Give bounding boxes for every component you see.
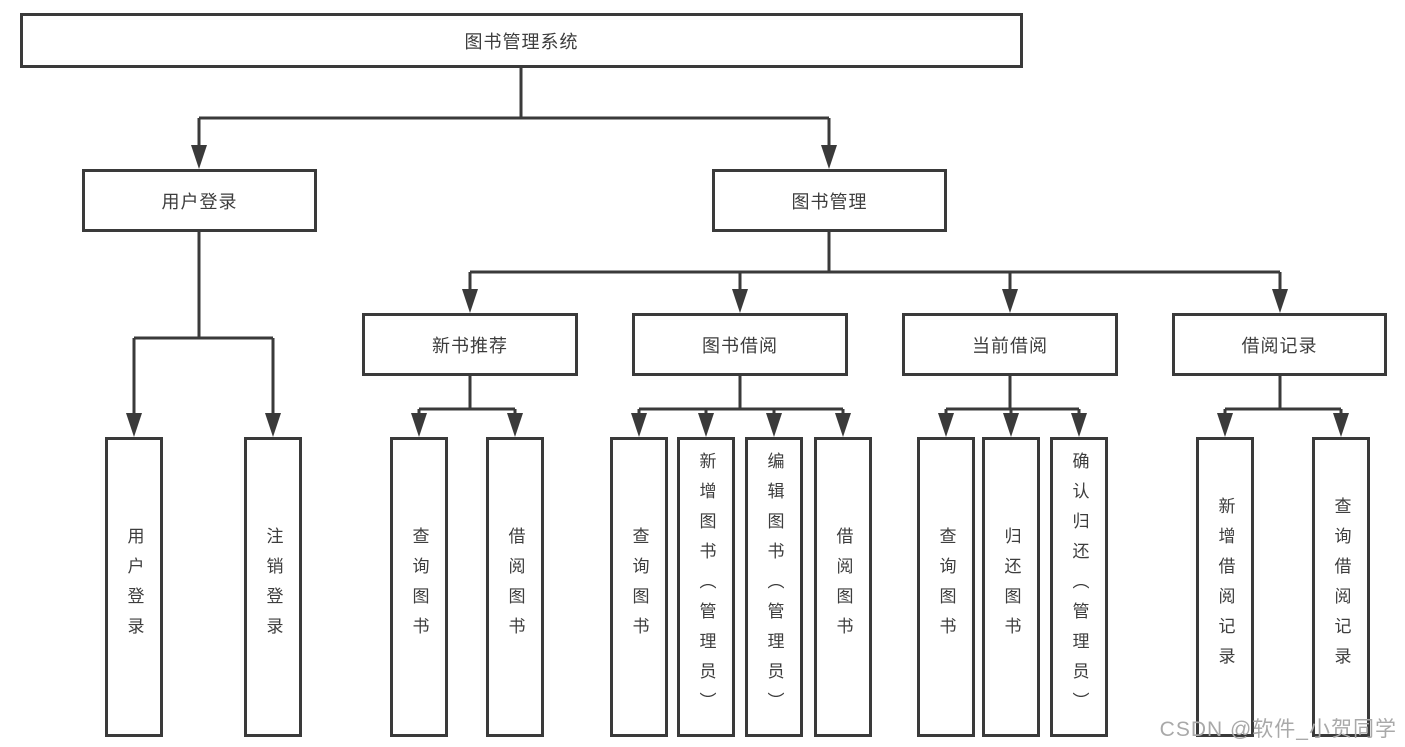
node-leaf-add-borrow-record: 新增借阅记录	[1196, 437, 1254, 737]
node-book-management: 图书管理	[712, 169, 947, 232]
node-book-borrowing: 图书借阅	[632, 313, 848, 376]
node-leaf-newbooks-borrow-books: 借阅图书	[486, 437, 544, 737]
node-leaf-current-query-books: 查询图书	[917, 437, 975, 737]
node-leaf-user-login-label: 用户登录	[124, 527, 144, 647]
connector-root-to-level2	[197, 68, 831, 149]
node-leaf-borrowing-borrow-books: 借阅图书	[814, 437, 872, 737]
node-leaf-borrowing-query-books: 查询图书	[610, 437, 668, 737]
node-leaf-query-borrow-record-label: 查询借阅记录	[1331, 497, 1351, 677]
node-borrowing-records: 借阅记录	[1172, 313, 1387, 376]
node-user-login: 用户登录	[82, 169, 317, 232]
node-leaf-query-borrow-record: 查询借阅记录	[1312, 437, 1370, 737]
node-leaf-add-books-admin-label: 新增图书（管理员）	[696, 452, 716, 722]
node-leaf-edit-books-admin: 编辑图书（管理员）	[745, 437, 803, 737]
connector-borrow-records-to-children	[1223, 376, 1343, 417]
node-leaf-newbooks-query-books: 查询图书	[390, 437, 448, 737]
connector-current-borrow-to-children	[944, 376, 1081, 417]
node-leaf-borrowing-borrow-books-label: 借阅图书	[833, 527, 853, 647]
node-leaf-logout: 注销登录	[244, 437, 302, 737]
connector-book-mgmt-to-children	[468, 232, 1282, 293]
node-new-book-recommend: 新书推荐	[362, 313, 578, 376]
node-book-management-system: 图书管理系统	[20, 13, 1023, 68]
node-leaf-confirm-return-admin-label: 确认归还（管理员）	[1069, 452, 1089, 722]
node-leaf-edit-books-admin-label: 编辑图书（管理员）	[764, 452, 784, 722]
connector-user-login-to-children	[132, 232, 275, 417]
node-leaf-user-login: 用户登录	[105, 437, 163, 737]
connector-new-books-to-children	[417, 376, 517, 417]
node-leaf-borrowing-query-books-label: 查询图书	[629, 527, 649, 647]
node-leaf-current-query-books-label: 查询图书	[936, 527, 956, 647]
node-leaf-add-borrow-record-label: 新增借阅记录	[1215, 497, 1235, 677]
csdn-watermark: CSDN @软件_小贺同学	[1159, 718, 1397, 741]
node-leaf-newbooks-borrow-books-label: 借阅图书	[505, 527, 525, 647]
arrowheads	[126, 145, 1349, 437]
node-leaf-newbooks-query-books-label: 查询图书	[409, 527, 429, 647]
node-leaf-return-books: 归还图书	[982, 437, 1040, 737]
connector-book-borrow-to-children	[637, 376, 845, 417]
node-leaf-return-books-label: 归还图书	[1001, 527, 1021, 647]
node-current-borrowing: 当前借阅	[902, 313, 1118, 376]
node-leaf-logout-label: 注销登录	[263, 527, 283, 647]
node-leaf-confirm-return-admin: 确认归还（管理员）	[1050, 437, 1108, 737]
node-leaf-add-books-admin: 新增图书（管理员）	[677, 437, 735, 737]
